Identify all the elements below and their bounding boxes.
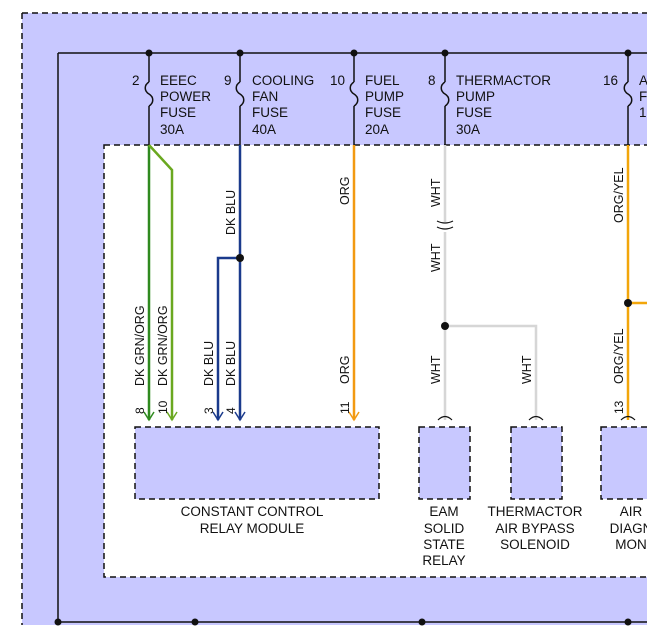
pin-number: 8: [133, 407, 147, 414]
fuse-line-2: POWER: [160, 89, 211, 104]
fuse-number: 9: [224, 73, 232, 88]
fuse-symbol: [235, 81, 245, 107]
pin-number: 4: [224, 407, 238, 414]
fuse-number: 10: [330, 73, 345, 88]
fuse-line-3: FUSE: [456, 105, 492, 120]
fuse-thermactor-pump: 8 THERMACTOR PUMP FUSE 30A: [428, 49, 551, 145]
air-box: [600, 426, 647, 500]
wire-wht: [436, 145, 544, 421]
bottom-node-4: [624, 618, 632, 626]
wire-label: DK BLU: [224, 190, 238, 235]
eam-label-3: STATE: [423, 537, 465, 552]
fuse-line-3: 1: [639, 105, 647, 120]
fuse-line-3: FUSE: [252, 105, 288, 120]
pin-number: 11: [338, 401, 352, 414]
pin-number: 10: [156, 400, 170, 414]
wire-dk-grn-org: [143, 144, 178, 422]
inner-area: [103, 144, 647, 578]
wire-label: DK BLU: [224, 341, 238, 386]
bottom-node-1: [54, 618, 62, 626]
wire-label: WHT: [429, 243, 443, 272]
wire-dk-blu: [212, 145, 246, 422]
air-label-1: AIR: [620, 504, 643, 519]
fuse-fuel-pump: 10 FUEL PUMP FUSE 20A: [330, 49, 404, 145]
fuse-line-3: FUSE: [160, 105, 196, 120]
splice-node: [624, 299, 632, 307]
thermactor-label-1: THERMACTOR: [487, 504, 582, 519]
fuse-partial: 16 A F 1: [603, 49, 647, 145]
fuse-line-4: 30A: [160, 122, 184, 137]
fuse-line-2: PUMP: [456, 89, 495, 104]
fuse-symbol: [440, 81, 450, 107]
pin-number: 3: [202, 407, 216, 414]
fuse-number: 8: [428, 73, 436, 88]
fuse-line-2: FAN: [252, 89, 278, 104]
ccrm-box: [134, 426, 380, 500]
fuse-number: 16: [603, 73, 618, 88]
thermactor-box: [510, 426, 563, 500]
fuse-line-2: F: [639, 89, 647, 104]
fuse-line-4: 20A: [365, 122, 389, 137]
wire-label: ORG: [338, 356, 352, 384]
connector-symbol: [436, 220, 454, 230]
fuse-cooling-fan: 9 COOLING FAN FUSE 40A: [224, 49, 314, 145]
fuse-line-1: THERMACTOR: [456, 73, 551, 88]
wire-org-yel: [620, 145, 647, 421]
fuse-number: 2: [132, 73, 140, 88]
thermactor-label-2: AIR BYPASS: [495, 521, 574, 536]
wire-label: ORG: [338, 177, 352, 205]
wire-label: WHT: [429, 178, 443, 207]
eam-label-4: RELAY: [422, 553, 465, 568]
wire-org: [348, 145, 360, 422]
fuse-line-2: PUMP: [365, 89, 404, 104]
fuse-eeec: 2 EEEC POWER FUSE 30A: [132, 49, 211, 145]
eam-label-1: EAM: [429, 504, 458, 519]
thermactor-label-3: SOLENOID: [500, 537, 570, 552]
bottom-node-3: [418, 618, 426, 626]
fuse-line-1: COOLING: [252, 73, 314, 88]
fuse-line-3: FUSE: [365, 105, 401, 120]
wire-label: DK GRN/ORG: [133, 305, 147, 386]
wire-label: ORG/YEL: [612, 167, 626, 223]
air-label-2: DIAGN: [610, 521, 647, 536]
fuse-line-1: A: [639, 73, 647, 88]
splice-node: [236, 254, 244, 262]
fuse-line-1: EEEC: [160, 73, 197, 88]
wire-label: WHT: [429, 355, 443, 384]
eam-label-2: SOLID: [424, 521, 465, 536]
fuse-symbol: [623, 81, 633, 107]
fuse-symbol: [144, 81, 154, 107]
pin-number: 13: [612, 400, 626, 414]
ccrm-label-2: RELAY MODULE: [200, 521, 305, 536]
fuse-line-1: FUEL: [365, 73, 400, 88]
fuse-line-4: 30A: [456, 122, 480, 137]
eam-box: [418, 426, 471, 500]
wire-label: WHT: [520, 355, 534, 384]
splice-node: [441, 322, 449, 330]
fuse-line-4: 40A: [252, 122, 276, 137]
ccrm-label-1: CONSTANT CONTROL: [181, 504, 324, 519]
wire-label: DK GRN/ORG: [156, 305, 170, 386]
fuse-symbol: [349, 81, 359, 107]
wire-label: ORG/YEL: [612, 328, 626, 384]
wire-label: DK BLU: [202, 341, 216, 386]
bottom-node-2: [191, 618, 199, 626]
air-label-3: MON: [615, 537, 647, 552]
